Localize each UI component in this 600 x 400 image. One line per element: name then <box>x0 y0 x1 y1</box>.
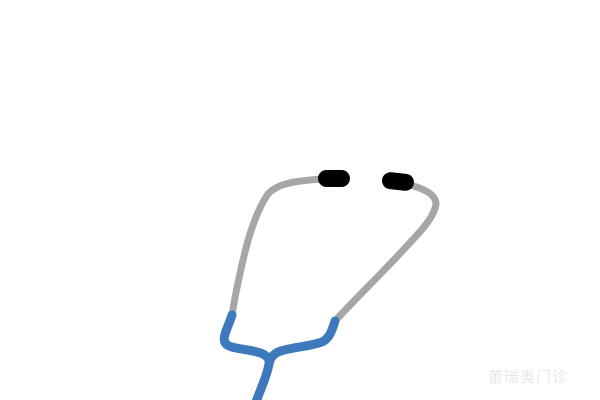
left-ear-tube <box>228 175 325 319</box>
watermark: 蕾瑞奥门诊 <box>488 368 569 386</box>
right-ear-tube <box>331 181 440 325</box>
right-lower-tube <box>264 316 340 369</box>
right-ear-tip <box>381 172 414 191</box>
main-tube <box>251 359 274 400</box>
left-lower-tube <box>219 310 274 369</box>
left-ear-tip <box>318 170 350 187</box>
